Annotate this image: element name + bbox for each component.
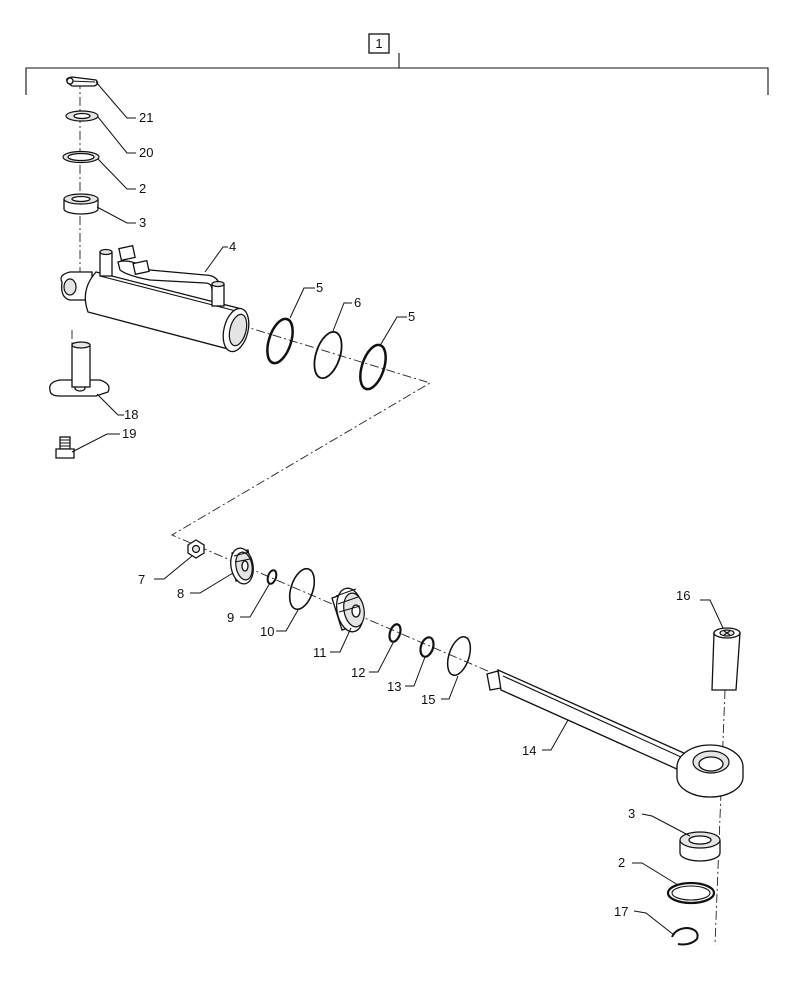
sleeve-16 [711, 627, 741, 691]
callout-11: 11 [313, 645, 327, 660]
callout-14: 14 [522, 743, 536, 758]
assembly-bracket: 1 [25, 33, 769, 95]
washer-20 [65, 110, 99, 122]
callout-8: 8 [177, 586, 184, 601]
ring-9 [266, 569, 278, 585]
piston-rod-14 [486, 668, 744, 798]
callout-1: 1 [375, 36, 382, 51]
piston-8 [230, 547, 254, 585]
seal-5-right [359, 343, 387, 391]
seal-5-left [266, 317, 294, 365]
callout-16: 16 [676, 588, 690, 603]
callout-12: 12 [351, 665, 365, 680]
assembly-callout-box [368, 33, 390, 54]
callout-20: 20 [139, 145, 153, 160]
callout-5-right: 5 [408, 309, 415, 324]
bolt-19 [55, 436, 75, 459]
callout-4: 4 [229, 239, 236, 254]
piston-11 [331, 587, 365, 633]
leader-lines [71, 81, 724, 936]
ring-2-bottom [666, 881, 716, 905]
cotter-pin-21 [66, 76, 99, 87]
ring-13 [419, 636, 435, 658]
callout-15: 15 [421, 692, 435, 707]
callout-13: 13 [387, 679, 401, 694]
ring-12 [388, 623, 402, 643]
callout-7: 7 [138, 572, 145, 587]
callout-21: 21 [139, 110, 153, 125]
bushing-3-top [63, 193, 99, 215]
callout-2-bottom: 2 [618, 855, 625, 870]
seal-6 [313, 330, 343, 380]
ring-2-top [62, 150, 100, 164]
bushing-3-bottom [679, 831, 721, 862]
callout-17: 17 [614, 904, 628, 919]
callout-19: 19 [122, 426, 136, 441]
nut-7 [187, 539, 205, 559]
callout-9: 9 [227, 610, 234, 625]
snap-ring-17 [671, 926, 699, 946]
callout-2-top: 2 [139, 181, 146, 196]
callout-10: 10 [260, 624, 274, 639]
callout-5-left: 5 [316, 280, 323, 295]
callout-labels: 21 20 2 3 4 5 6 5 18 19 7 8 9 10 11 12 1… [122, 110, 690, 919]
callout-3-bottom: 3 [628, 806, 635, 821]
callout-6: 6 [354, 295, 361, 310]
pin-18 [49, 341, 110, 397]
ring-10 [288, 567, 316, 611]
ring-15 [446, 635, 472, 677]
callout-3-top: 3 [139, 215, 146, 230]
callout-18: 18 [124, 407, 138, 422]
cylinder-barrel-4 [60, 244, 250, 353]
